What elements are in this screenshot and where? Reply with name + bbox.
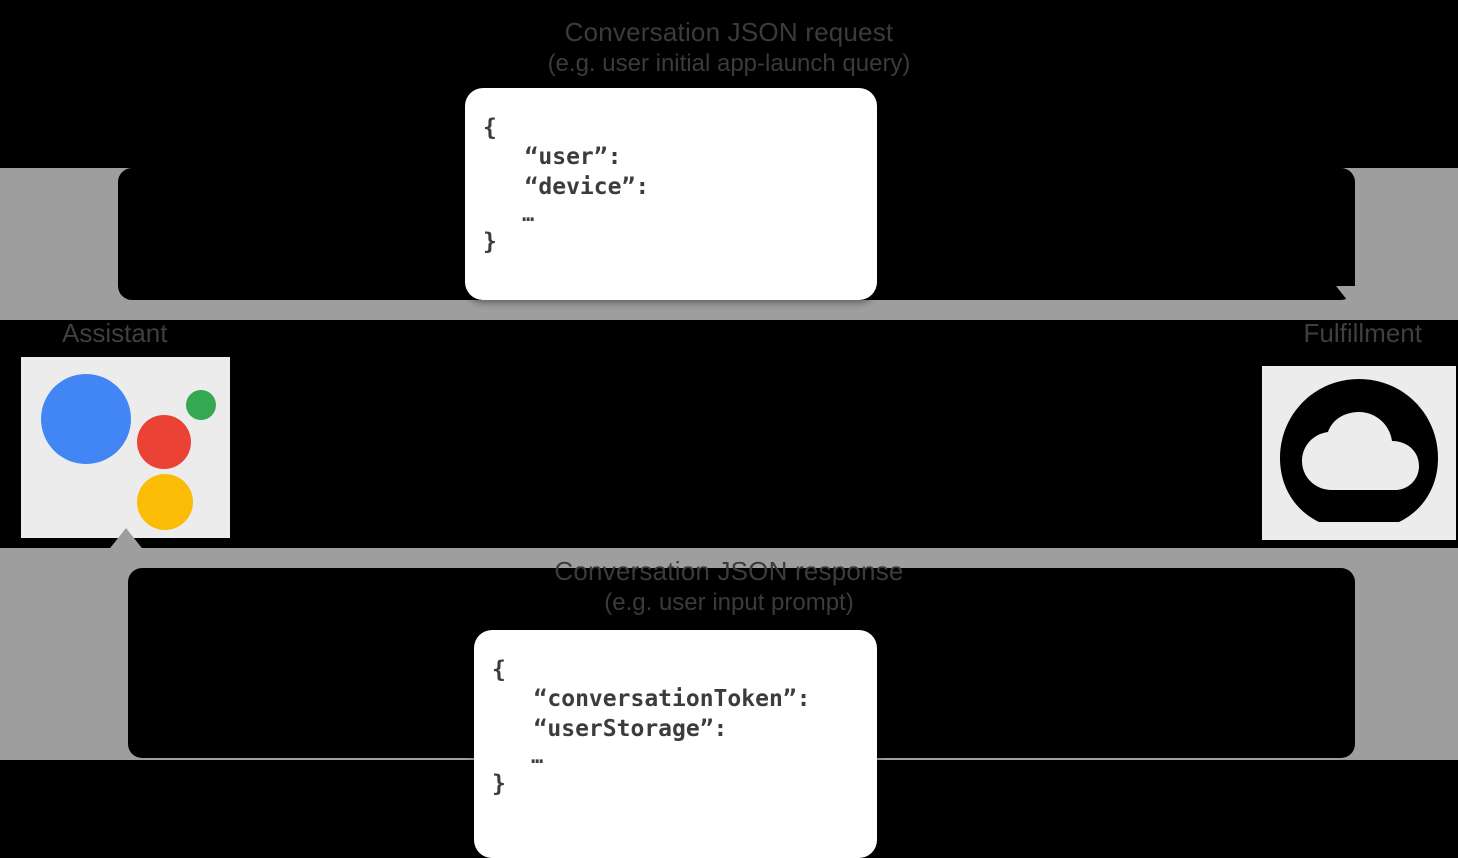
json-line: “conversationToken”: — [492, 686, 811, 713]
json-line: “userStorage”: — [492, 715, 728, 742]
json-line: … — [483, 202, 536, 227]
cloud-functions-icon — [1262, 366, 1456, 540]
json-line: } — [483, 228, 497, 255]
json-line: { — [492, 657, 506, 683]
fulfillment-node-label: Fulfillment — [1303, 318, 1422, 348]
json-line: “user”: — [483, 144, 622, 171]
google-assistant-icon — [21, 357, 230, 538]
request-flow-label-line1: Conversation JSON request — [564, 17, 894, 47]
assistant-node-label: Assistant — [62, 318, 168, 348]
request-flow-label: Conversation JSON request (e.g. user ini… — [0, 16, 1458, 79]
response-arrow-head-icon — [107, 528, 145, 552]
request-flow-label-line2: (e.g. user initial app-launch query) — [547, 49, 911, 77]
request-arrow-head-icon — [1336, 286, 1374, 310]
json-line: … — [492, 744, 545, 769]
request-json-card: { “user”: “device”: … } — [465, 88, 877, 300]
json-line: { — [483, 115, 497, 141]
response-json-card: { “conversationToken”: “userStorage”: … … — [474, 630, 877, 858]
json-line: “device”: — [483, 173, 650, 200]
json-line: } — [492, 770, 506, 797]
